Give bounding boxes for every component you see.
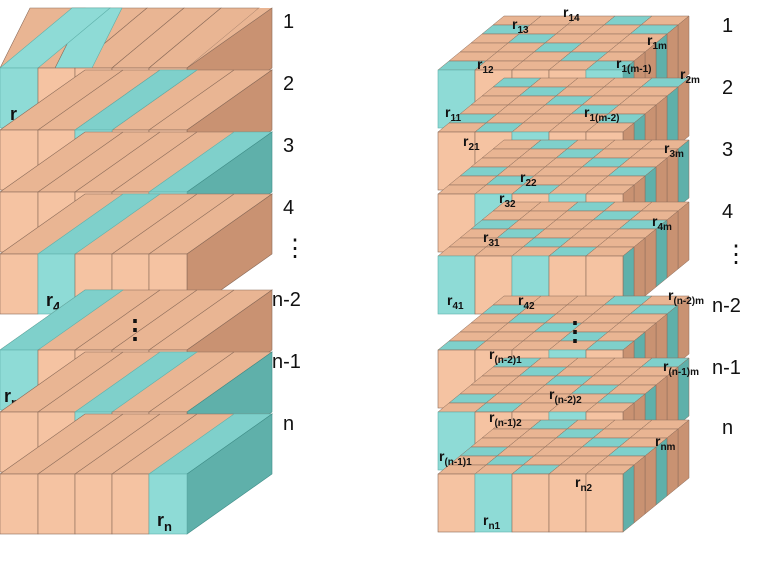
layer-label-n-1: n-1 [272, 351, 301, 373]
right-label-r32: r32 [499, 190, 516, 210]
right-label-r1m1: r1(m-1) [616, 55, 651, 75]
right-label-r22: r22 [520, 169, 537, 189]
right-label-r1m2: r1(m-2) [584, 104, 619, 124]
left-layer-4: r4 [0, 193, 273, 315]
right-label-rnm: rnm [655, 433, 676, 453]
right-label-r21: r21 [463, 133, 480, 153]
right-label-r4m: r4m [652, 213, 672, 233]
layer-label-3: 3 [283, 135, 294, 157]
right-block [511, 473, 550, 533]
layer-label-4: 4 [283, 197, 294, 219]
right-label-rn1: rn1 [483, 512, 501, 532]
right-block [585, 473, 624, 533]
right-stack-labels: r13 r14 r1m r12 r1(m-1) r2m r11 r1(m-2) … [439, 4, 704, 532]
right-layer-label-3: 3 [722, 139, 733, 161]
right-label-rn21: r(n-2)1 [489, 346, 522, 366]
left-label-rn: rn [157, 510, 172, 534]
right-label-rn2: rn2 [575, 474, 593, 494]
right-label-rn1m: r(n-1)m [663, 358, 699, 378]
left-ellipsis: ⋮ [122, 314, 148, 344]
right-block [548, 473, 587, 533]
right-label-r14: r14 [563, 4, 580, 24]
left-label-r4: r4 [46, 290, 61, 314]
right-label-r41: r41 [447, 292, 464, 312]
right-label-rn11: r(n-1)1 [439, 448, 472, 468]
right-highlight-block [474, 473, 513, 533]
right-layer-7 [437, 419, 690, 533]
right-layer-label-dots: ⋮ [724, 241, 748, 268]
right-label-r42: r42 [518, 292, 535, 312]
right-layer-label-n-2: n-2 [712, 295, 741, 317]
right-layer-label-1: 1 [722, 15, 733, 37]
right-layer-label-2: 2 [722, 77, 733, 99]
right-label-r12: r12 [477, 56, 494, 76]
right-label-rn12: r(n-1)2 [489, 409, 522, 429]
right-layer-label-n-1: n-1 [712, 357, 741, 379]
left-layer-n: rn [0, 413, 273, 535]
right-label-rn22: r(n-2)2 [549, 386, 582, 406]
right-layer-label-n: n [722, 417, 733, 439]
right-label-r3m: r3m [664, 140, 684, 160]
right-label-r31: r31 [483, 229, 500, 249]
layer-label-dots: ⋮ [283, 235, 307, 262]
right-layer-stack: r13 r14 r1m r12 r1(m-1) r2m r11 r1(m-2) … [437, 4, 704, 533]
right-block [437, 473, 476, 533]
right-label-r1m: r1m [647, 32, 667, 52]
layer-labels-left: 1 2 3 4 ⋮ n-2 n-1 n [272, 11, 307, 435]
right-label-r11: r11 [445, 104, 461, 124]
layer-label-n-2: n-2 [272, 289, 301, 311]
right-label-r2m: r2m [680, 66, 700, 86]
layer-labels-right: 1 2 3 4 ⋮ n-2 n-1 n [712, 15, 748, 439]
right-highlight-block [437, 255, 476, 315]
right-label-r13: r13 [512, 16, 529, 36]
right-ellipsis: ⋮ [562, 316, 588, 346]
right-label-rn2m: r(n-2)m [668, 287, 704, 307]
left-layer-stack: r1 r2 [0, 7, 273, 535]
right-layer-label-4: 4 [722, 201, 733, 223]
layer-label-1: 1 [283, 11, 294, 33]
layer-label-2: 2 [283, 73, 294, 95]
layer-label-n: n [283, 413, 294, 435]
left-layer-n-highlight-block [148, 473, 188, 535]
